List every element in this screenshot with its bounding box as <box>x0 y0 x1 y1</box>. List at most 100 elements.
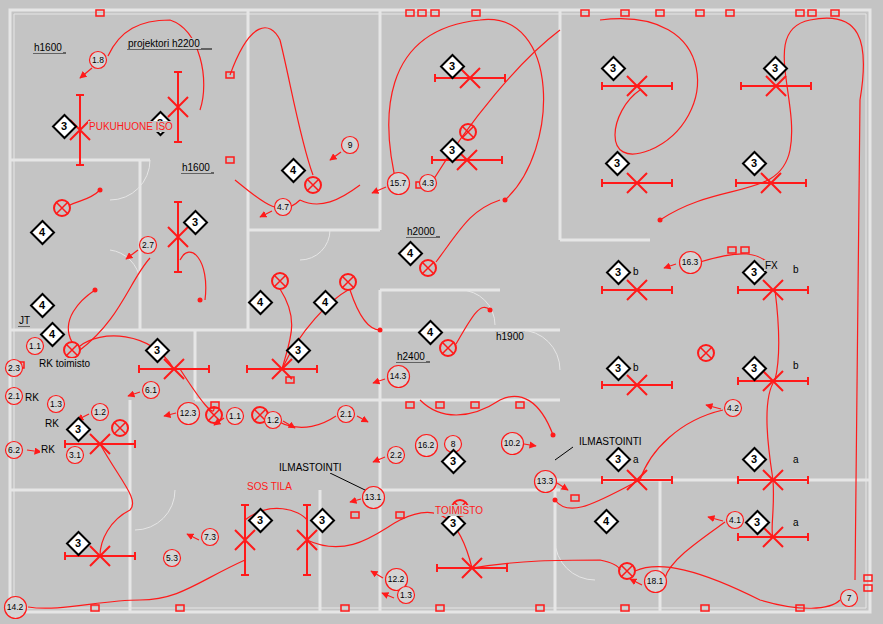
diamond-shape <box>743 152 766 175</box>
fixture-type-diamond: 4 <box>595 510 618 533</box>
circuit-callout: 1.3 <box>397 586 415 604</box>
type-number: 3 <box>442 450 465 468</box>
diamond-shape <box>606 152 629 175</box>
circle-shape <box>725 400 742 417</box>
fixture-type-diamond: 4 <box>282 159 305 182</box>
plan-note: RK <box>24 392 40 403</box>
circuit-callout: 7.3 <box>201 528 219 546</box>
circle-shape <box>6 442 23 459</box>
callout-number: 16.2 <box>415 434 438 451</box>
callout-number: 6.2 <box>5 441 23 455</box>
type-number: 3 <box>184 211 207 229</box>
type-number: 3 <box>743 261 766 279</box>
callout-number: 2.3 <box>5 359 23 373</box>
diamond-shape <box>743 357 766 380</box>
circuit-callout: 3.1 <box>66 446 84 464</box>
fixture-type-diamond: 3 <box>743 261 766 284</box>
circuit-callout: 5.3 <box>163 549 181 567</box>
callout-number: 4.2 <box>724 399 742 413</box>
circuit-callout: 2.2 <box>387 446 405 464</box>
callout-number: 1.1 <box>226 407 244 421</box>
type-number: 3 <box>607 357 630 375</box>
circuit-callout: 6.2 <box>5 441 23 459</box>
circuit-callout: 4.7 <box>274 198 292 216</box>
type-number: 4 <box>282 159 305 177</box>
type-number: 4 <box>595 510 618 528</box>
type-number: 3 <box>607 261 630 279</box>
type-number: 4 <box>41 323 64 341</box>
circle-shape <box>841 590 858 607</box>
callout-number: 18.1 <box>644 570 667 587</box>
plan-note: RK toimisto <box>38 358 91 369</box>
fixture-type-diamond: 3 <box>602 57 625 80</box>
fixture-type-diamond: 3 <box>743 357 766 380</box>
plan-note: b <box>792 264 800 275</box>
diamond-shape <box>441 55 464 78</box>
diamond-shape <box>282 159 305 182</box>
callout-number: 12.3 <box>177 402 200 419</box>
fixture-type-diamond: 3 <box>607 357 630 380</box>
circle-shape <box>534 470 556 492</box>
plan-note: ILMASTOINTI <box>578 436 643 447</box>
circuit-callout: 1.3 <box>47 395 65 413</box>
callout-number: 1.1 <box>26 337 44 351</box>
plan-note: projektori h2200 <box>127 38 201 49</box>
diamond-shape <box>743 448 766 471</box>
type-number: 3 <box>743 357 766 375</box>
circuit-callout: 2.1 <box>5 387 23 405</box>
plan-note: h2400 <box>396 351 426 362</box>
circle-shape <box>4 596 26 618</box>
type-number: 3 <box>606 152 629 170</box>
callout-number: 1.2 <box>91 403 109 417</box>
callout-number: 1.3 <box>397 586 415 600</box>
circuit-callout: 1.2 <box>91 403 109 421</box>
plan-note: JT <box>18 315 31 326</box>
callout-number: 12.2 <box>385 568 408 585</box>
type-number: 3 <box>764 57 787 75</box>
type-number: 3 <box>746 511 769 529</box>
circuit-callout: 2.7 <box>139 236 157 254</box>
fixture-type-diamond: 3 <box>287 339 310 362</box>
circle-shape <box>143 382 160 399</box>
type-number: 3 <box>53 115 76 133</box>
diamond-shape <box>419 321 442 344</box>
type-number: 4 <box>419 321 442 339</box>
diamond-shape <box>746 511 769 534</box>
circuit-callout: 1.1 <box>226 407 244 425</box>
circle-shape <box>342 137 359 154</box>
diamond-shape <box>67 532 90 555</box>
circle-shape <box>387 365 409 387</box>
callout-number: 5.3 <box>163 549 181 563</box>
diamond-shape <box>249 291 272 314</box>
circuit-callout: 2.1 <box>337 405 355 423</box>
type-number: 3 <box>607 448 630 466</box>
diamond-shape <box>287 339 310 362</box>
circle-shape <box>679 251 701 273</box>
fixture-type-diamond: 3 <box>746 511 769 534</box>
plan-note: ILMASTOINTI <box>278 462 343 473</box>
callout-number: 7 <box>840 589 858 603</box>
callout-number: 15.7 <box>387 172 410 189</box>
type-number: 3 <box>287 339 310 357</box>
circle-shape <box>202 529 219 546</box>
fixture-type-diamond: 3 <box>441 55 464 78</box>
fixture-type-diamond: 3 <box>146 339 169 362</box>
diamond-shape <box>311 509 334 532</box>
diamond-shape <box>41 323 64 346</box>
diamond-shape <box>31 294 54 317</box>
circuit-callout: 14.2 <box>4 596 27 619</box>
type-number: 3 <box>441 139 464 157</box>
callout-number: 1.8 <box>89 51 107 65</box>
callout-number: 7.3 <box>201 528 219 542</box>
circle-shape <box>415 434 437 456</box>
type-number: 3 <box>743 448 766 466</box>
plan-note: RK <box>40 444 56 455</box>
diamond-shape <box>399 242 422 265</box>
circuit-callout: 2.3 <box>5 359 23 377</box>
fixture-type-diamond: 4 <box>399 242 422 265</box>
fixture-type-diamond: 3 <box>311 509 334 532</box>
fixture-type-diamond: 4 <box>31 221 54 244</box>
diamond-shape <box>764 57 787 80</box>
circle-shape <box>644 570 666 592</box>
diamond-shape <box>53 115 76 138</box>
